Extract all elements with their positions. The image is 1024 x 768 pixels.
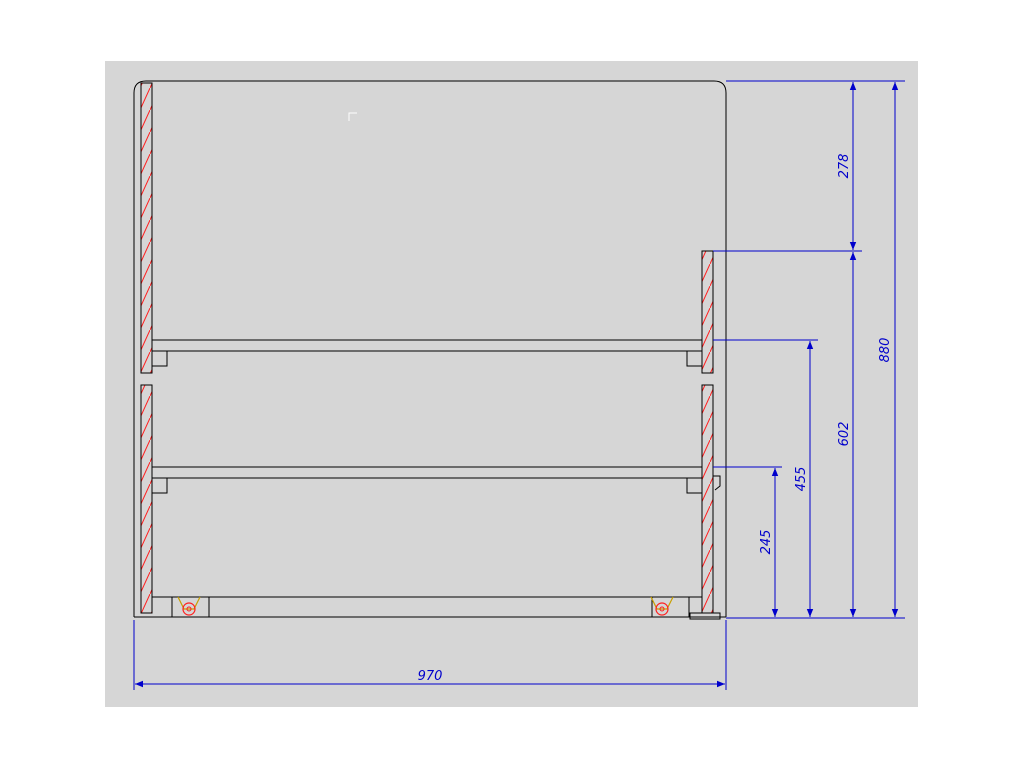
dim-label-602: 602 (837, 422, 852, 447)
dimension-labels: 880 278 602 455 245 970 (418, 154, 893, 684)
dim-label-970: 970 (418, 669, 443, 684)
right-panel-notch (713, 475, 721, 491)
right-panel-lower (701, 384, 714, 614)
upper-shelf-support-right (686, 350, 703, 367)
left-panel-upper (140, 82, 153, 374)
left-panel-lower (140, 384, 153, 614)
caster-right-icon (650, 596, 674, 616)
lower-shelf-support-right (686, 477, 703, 494)
plinth-right (651, 596, 690, 618)
lower-shelf-support-left (151, 477, 168, 494)
right-panel-upper (701, 250, 714, 374)
drawing-canvas (105, 61, 918, 707)
carcass-outline (133, 80, 727, 617)
dimension-lines (135, 82, 899, 688)
plinth-left (171, 596, 210, 618)
dim-label-278: 278 (837, 154, 852, 179)
upper-shelf-support-left (151, 350, 168, 367)
lower-shelf (151, 466, 703, 479)
extension-lines (133, 80, 905, 690)
cursor-mark (348, 112, 357, 121)
dim-label-880: 880 (878, 338, 893, 363)
upper-shelf (151, 339, 703, 352)
caster-left-icon (177, 596, 201, 616)
dim-label-455: 455 (794, 467, 809, 492)
foot-plate (689, 612, 721, 620)
dim-label-245: 245 (759, 530, 774, 555)
